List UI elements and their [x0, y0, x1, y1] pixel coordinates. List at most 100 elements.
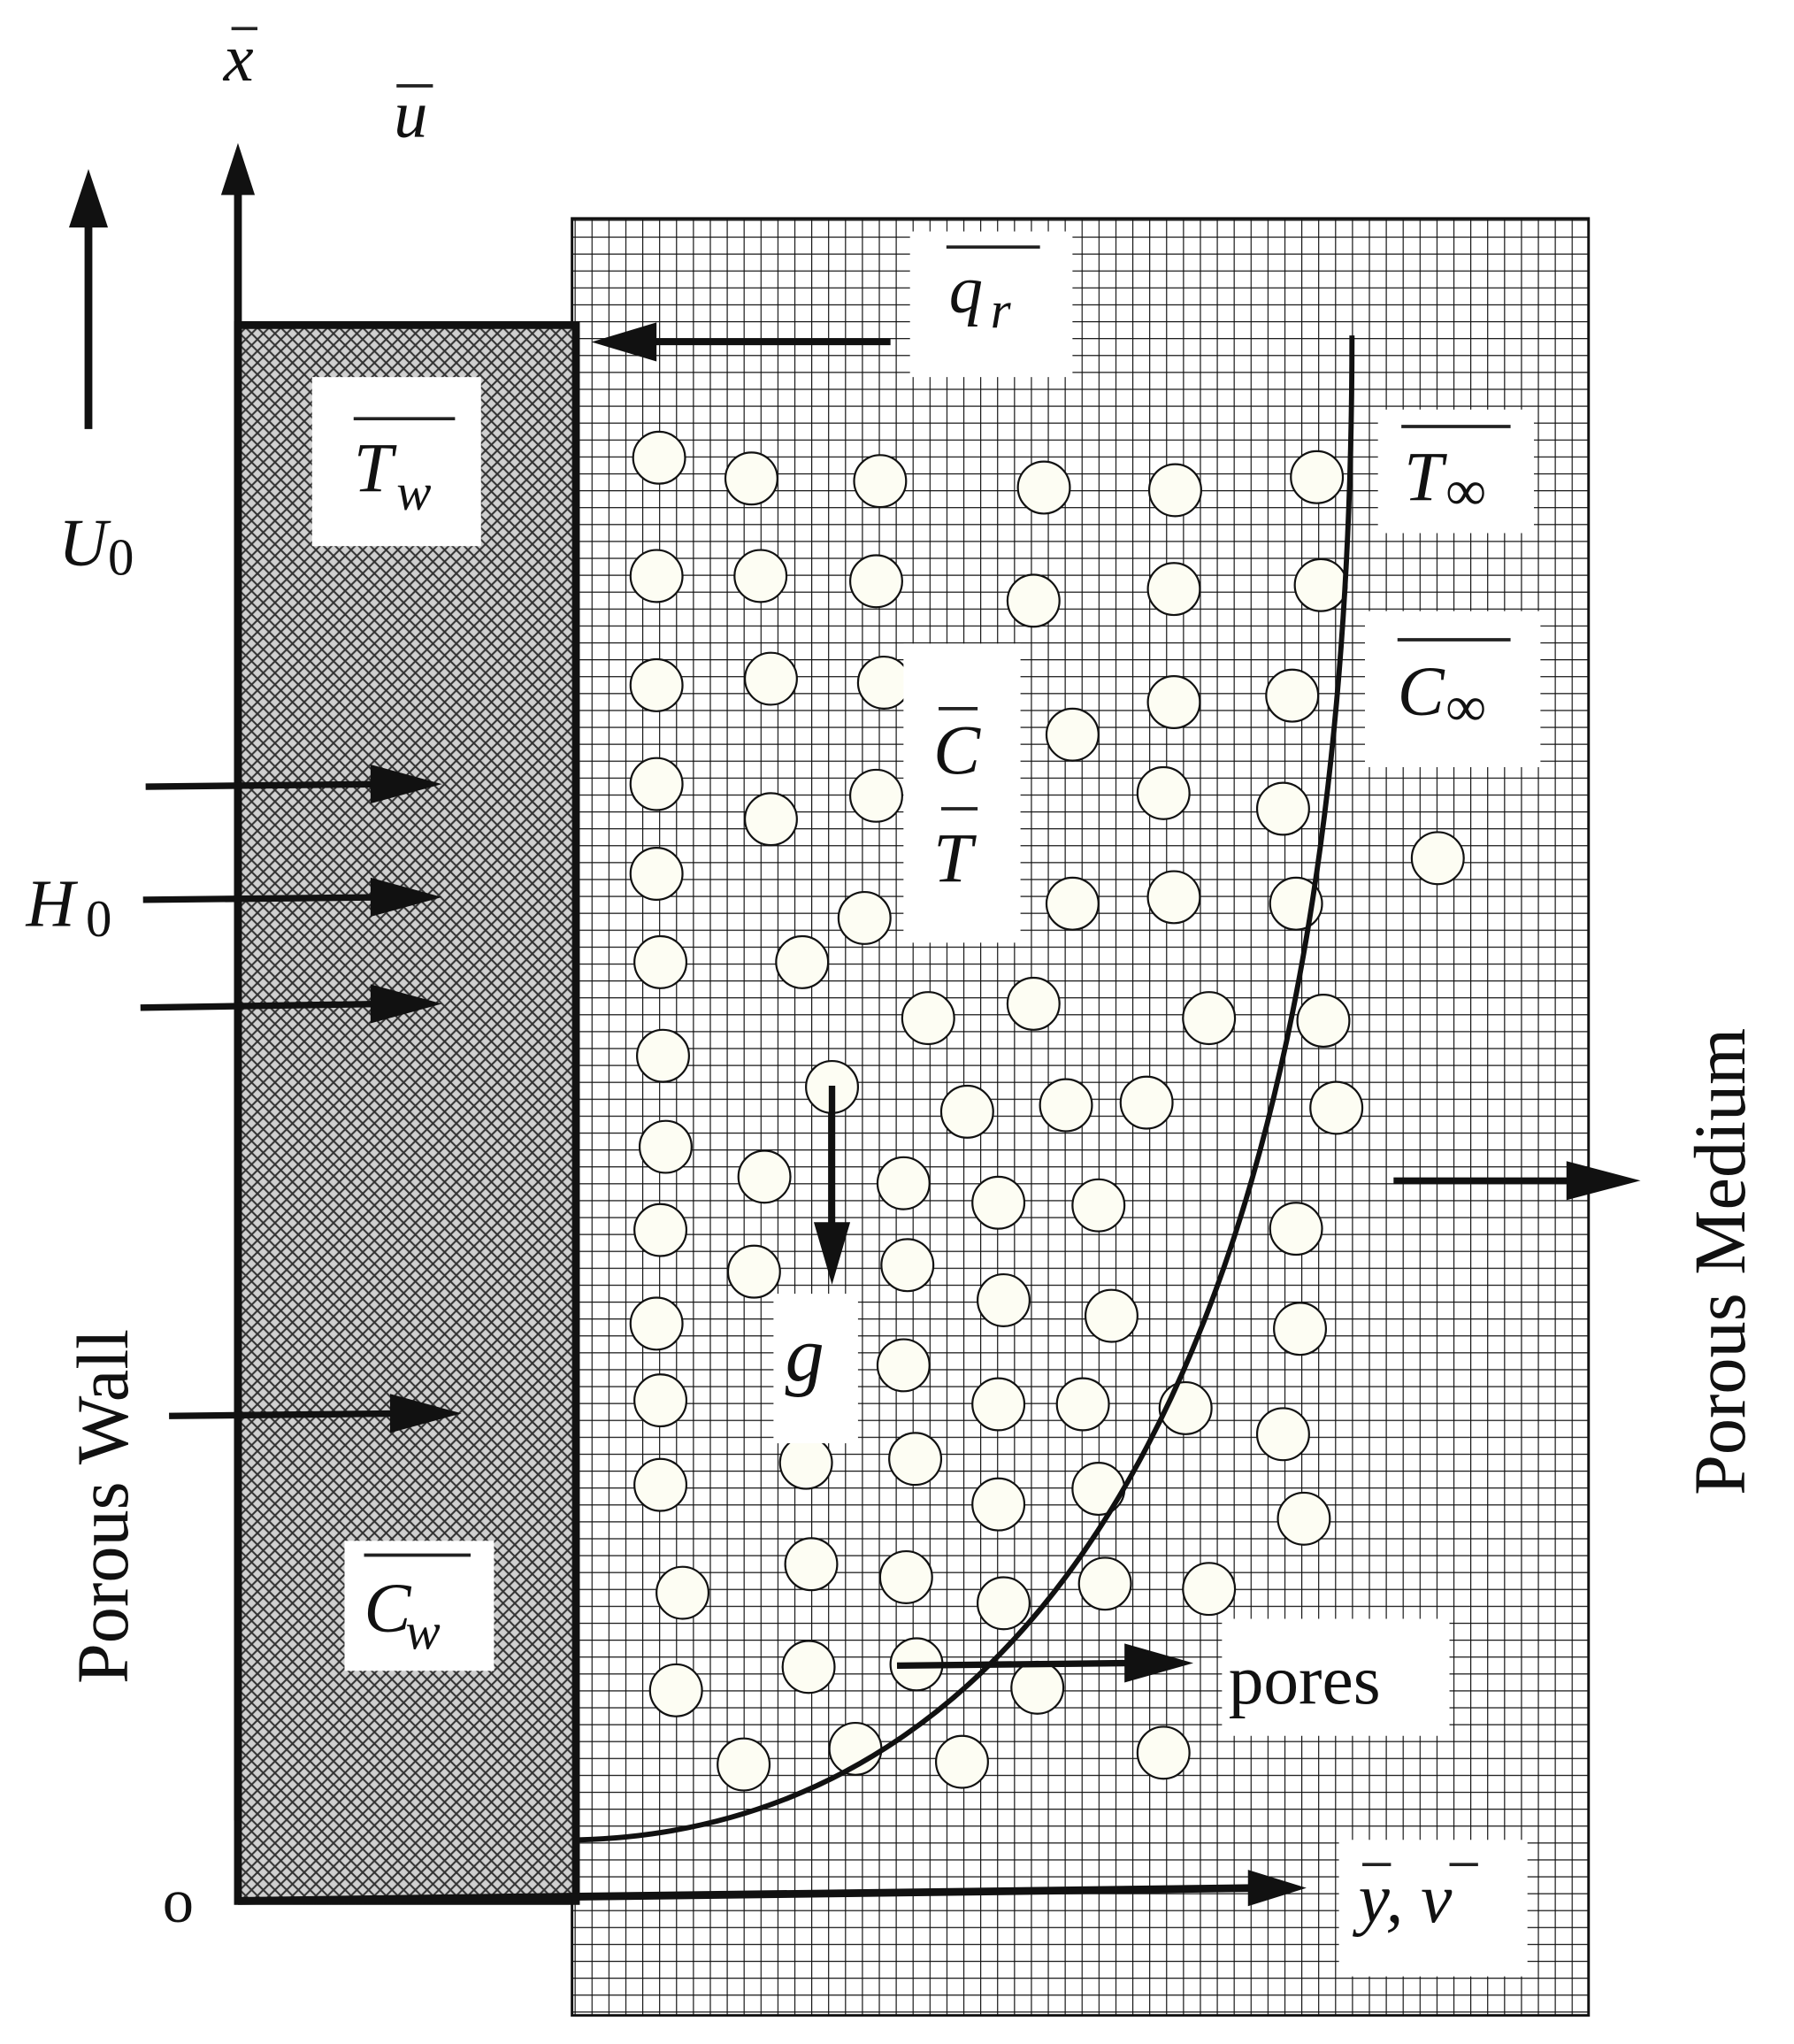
pore: [629, 657, 684, 712]
pore: [1182, 1562, 1237, 1617]
origin-label: o: [163, 1867, 194, 1936]
pore: [1045, 707, 1100, 762]
svg-text:C: C: [933, 711, 981, 789]
pore: [1136, 1725, 1191, 1780]
pore: [632, 430, 686, 485]
pore: [633, 934, 688, 989]
pore: [1255, 781, 1310, 836]
u-velocity-label: u: [394, 76, 427, 151]
pore: [724, 451, 778, 506]
pore: [633, 1457, 688, 1512]
pore-circles: [629, 430, 1465, 1792]
pore: [1045, 876, 1100, 931]
pore: [1290, 450, 1345, 504]
pore: [638, 1119, 693, 1174]
svg-text:T: T: [933, 819, 977, 897]
pore: [775, 934, 830, 989]
pores-arrow: [896, 1643, 1194, 1683]
gravity-arrow: [813, 1086, 851, 1285]
pore: [1006, 573, 1061, 628]
free-stream-label: U 0: [58, 505, 134, 586]
pore: [1006, 976, 1061, 1031]
pore: [1265, 668, 1320, 723]
pores-label: pores: [1229, 1641, 1381, 1719]
pore: [853, 454, 908, 509]
pore: [971, 1477, 1026, 1532]
pore: [648, 1663, 703, 1717]
pore: [726, 1244, 781, 1299]
boundary-layer-profile-curve: [578, 335, 1355, 1843]
svg-text:0: 0: [86, 890, 111, 948]
porous-medium-label: Porous Medium: [1680, 1028, 1760, 1495]
y-axis-label: y, v: [1353, 1860, 1478, 1938]
pore: [633, 1203, 688, 1257]
pore: [1136, 765, 1191, 820]
pore: [977, 1576, 1031, 1631]
magnetic-field-label: H 0: [25, 865, 111, 948]
pore: [733, 549, 788, 603]
svg-text:q: q: [949, 252, 983, 327]
pore: [1146, 675, 1201, 730]
pore: [878, 1549, 933, 1604]
pore: [629, 757, 684, 811]
porous-wall-label: Porous Wall: [63, 1329, 143, 1684]
pore: [977, 1272, 1031, 1327]
pore: [1296, 994, 1351, 1049]
pore: [629, 846, 684, 901]
radiative-flux-arrow: [591, 322, 891, 362]
svg-text:w: w: [406, 1602, 441, 1660]
y-axis-arrow: [237, 1870, 1307, 1907]
x-axis-label: x: [223, 20, 254, 96]
pore: [1071, 1178, 1126, 1233]
pore: [1147, 463, 1202, 518]
pore: [1273, 1302, 1328, 1356]
pore: [784, 1537, 839, 1592]
pore: [880, 1238, 935, 1293]
pore: [737, 1149, 792, 1204]
pore: [901, 991, 955, 1046]
pore: [1269, 1202, 1323, 1256]
pore: [1309, 1080, 1364, 1135]
pore: [629, 1296, 684, 1351]
svg-text:C: C: [364, 1570, 412, 1648]
svg-text:T: T: [1404, 439, 1447, 517]
pore: [876, 1156, 931, 1210]
pore: [971, 1175, 1026, 1230]
pore: [856, 655, 911, 710]
pore: [1039, 1078, 1093, 1133]
svg-text:y, v: y, v: [1353, 1860, 1453, 1938]
pore: [1276, 1491, 1331, 1546]
wall-concentration-label: C w: [364, 1553, 472, 1660]
pore: [1255, 1407, 1310, 1462]
radiative-flux-label: q r: [946, 245, 1040, 339]
pore: [848, 554, 903, 609]
gravity-label: g: [786, 1312, 824, 1399]
wall-temperature-label: T w: [353, 417, 456, 521]
svg-text:∞: ∞: [1445, 674, 1486, 738]
pore: [971, 1377, 1026, 1432]
pore: [1071, 1462, 1126, 1517]
pore: [1146, 870, 1201, 925]
free-stream-arrow: [68, 169, 109, 429]
pore: [743, 651, 798, 706]
ambient-concentration-label: C ∞: [1398, 638, 1511, 738]
pore: [1077, 1556, 1132, 1611]
porous-medium-arrow: [1393, 1161, 1641, 1201]
svg-text:H: H: [25, 865, 78, 941]
svg-text:T: T: [354, 429, 397, 507]
pore: [778, 1435, 833, 1490]
pore: [1119, 1075, 1174, 1130]
pore: [1010, 1660, 1065, 1715]
svg-text:0: 0: [108, 529, 134, 587]
pore: [939, 1084, 994, 1139]
pore: [781, 1640, 836, 1694]
svg-text:r: r: [991, 281, 1012, 339]
pore: [743, 792, 798, 847]
ambient-temperature-label: T ∞: [1401, 425, 1511, 522]
svg-text:U: U: [58, 505, 111, 580]
pore: [1055, 1377, 1110, 1432]
pore: [1182, 991, 1237, 1046]
pore: [629, 549, 684, 603]
pore: [888, 1432, 943, 1487]
pore: [717, 1737, 771, 1792]
